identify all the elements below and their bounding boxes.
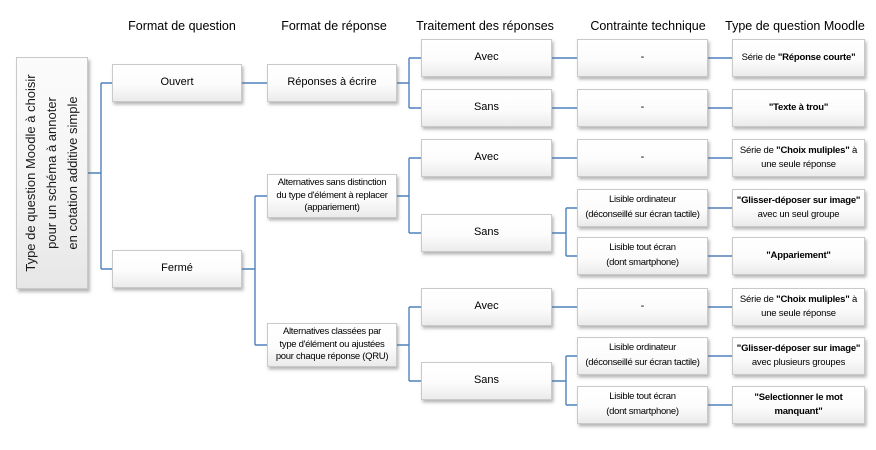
node-contrainte-dash-3: - [577, 139, 708, 177]
node-alternatives-appariement: Alternatives sans distinction du type d'… [267, 174, 397, 218]
node-lisible-ordinateur-2: Lisible ordinateur (déconseillé sur écra… [577, 337, 708, 375]
root-title-box: Type de question Moodle à choisir pour u… [16, 57, 88, 289]
root-title-text: Type de question Moodle à choisir pour u… [22, 74, 80, 272]
node-contrainte-dash-4: - [577, 288, 708, 326]
node-avec-2: Avec [421, 139, 552, 177]
node-lisible-tout-ecran-2: Lisible tout écran (dont smartphone) [577, 386, 708, 424]
node-type-texte-a-trou: "Texte à trou" [732, 89, 865, 127]
node-avec-1: Avec [421, 39, 552, 77]
node-contrainte-dash-2: - [577, 89, 708, 127]
node-sans-1: Sans [421, 89, 552, 127]
node-type-choix-multiples-1: Série de "Choix muliples" à une seule ré… [732, 139, 865, 177]
node-type-glisser-plusieurs-groupes: "Glisser-déposer sur image" avec plusieu… [732, 337, 865, 375]
column-header-contrainte: Contrainte technique [590, 19, 706, 33]
node-type-selectionner-mot: "Selectionner le mot manquant" [732, 386, 865, 424]
node-type-choix-multiples-2: Série de "Choix muliples" à une seule ré… [732, 288, 865, 326]
column-header-format-question: Format de question [128, 19, 236, 33]
node-alternatives-qru: Alternatives classées par type d'élément… [267, 323, 397, 367]
node-reponses-a-ecrire: Réponses à écrire [267, 64, 397, 102]
node-lisible-ordinateur-1: Lisible ordinateur (déconseillé sur écra… [577, 189, 708, 227]
node-sans-3: Sans [421, 362, 552, 400]
node-avec-3: Avec [421, 288, 552, 326]
node-contrainte-dash-1: - [577, 39, 708, 77]
node-ouvert: Ouvert [112, 64, 242, 102]
node-type-reponse-courte: Série de "Réponse courte" [732, 39, 865, 77]
node-type-glisser-un-groupe: "Glisser-déposer sur image" avec un seul… [732, 189, 865, 227]
node-type-appariement: "Appariement" [732, 237, 865, 275]
node-sans-2: Sans [421, 214, 552, 252]
connector-path [88, 57, 732, 406]
node-ferme: Fermé [112, 250, 242, 288]
column-header-traitement: Traitement des réponses [416, 19, 554, 33]
node-lisible-tout-ecran-1: Lisible tout écran (dont smartphone) [577, 237, 708, 275]
column-header-type-moodle: Type de question Moodle [725, 19, 865, 33]
column-header-format-reponse: Format de réponse [281, 19, 387, 33]
